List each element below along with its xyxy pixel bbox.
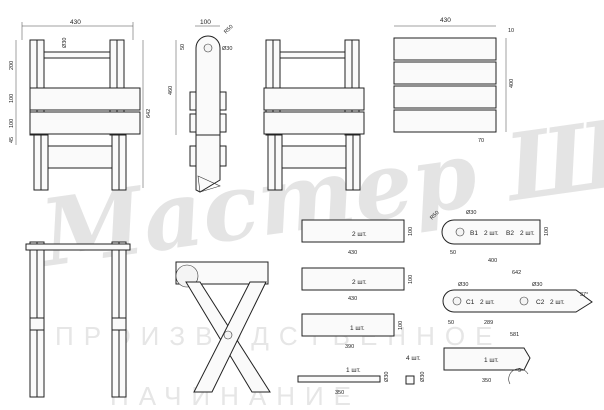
top-dim-10: 10 — [508, 28, 514, 34]
detail-d-qty: 1 шт. — [350, 325, 365, 332]
front-dim-100a: 100 — [9, 94, 15, 103]
leg-b-dim-100: 100 — [544, 227, 550, 236]
detail-f-height: Ø30 — [384, 372, 390, 382]
top-dim-400: 400 — [509, 79, 515, 88]
side-dim-460: 460 — [168, 86, 174, 95]
side-view: 100 50 R50 Ø30 460 — [168, 19, 235, 193]
leg-b-qty-b2: 2 шт. — [520, 230, 535, 237]
leg-c-dim-50: 50 — [448, 320, 454, 326]
detail-a2-qty: 2 шт. — [352, 279, 367, 286]
watermark-line1: ПРОИЗВОДСТВЕННОЕ — [55, 321, 502, 351]
top-dim-70: 70 — [478, 138, 484, 144]
detail-g-height: Ø30 — [420, 372, 426, 382]
leg-c-dim-angle: 37° — [580, 292, 588, 298]
leg-b-label-b1: B1 — [470, 230, 478, 237]
detail-d-height: 100 — [398, 321, 404, 330]
front-dim-100b: 100 — [9, 119, 15, 128]
detail-a1-height: 100 — [408, 227, 414, 236]
part-details: 2 шт. 430 100 2 шт. 430 100 1 шт. 390 10… — [297, 219, 531, 396]
side-dim-50: 50 — [180, 44, 186, 50]
detail-a2-length: 430 — [348, 296, 357, 302]
top-view: 430 10 400 70 — [393, 17, 515, 144]
leg-b-detail: B1 2 шт. B2 2 шт. R50 Ø30 400 100 50 — [429, 210, 550, 264]
leg-c-dim-581: 581 — [510, 332, 519, 338]
side-dim-100: 100 — [200, 19, 211, 26]
front-dim-d30: Ø30 — [62, 38, 68, 48]
front-dim-642: 642 — [146, 109, 152, 118]
leg-c-dim-642: 642 — [512, 270, 521, 276]
leg-c-qty-c2: 2 шт. — [550, 299, 565, 306]
detail-e-length: 350 — [482, 378, 491, 384]
detail-a2-height: 100 — [408, 275, 414, 284]
leg-b-dim-r50: R50 — [429, 210, 440, 221]
leg-c-label-c1: C1 — [466, 299, 475, 306]
front-dim-200: 200 — [9, 61, 15, 70]
leg-b-qty-b1: 2 шт. — [484, 230, 499, 237]
side-dim-d30: Ø30 — [222, 46, 232, 52]
detail-e-qty: 1 шт. — [484, 357, 499, 364]
front-view: 430 Ø30 200 100 100 45 642 — [9, 19, 152, 191]
leg-b-label-b2: B2 — [506, 230, 514, 237]
leg-b-dim-d30: Ø30 — [466, 210, 476, 216]
leg-c-dim-289: 289 — [484, 320, 493, 326]
leg-c-label-c2: C2 — [536, 299, 545, 306]
leg-c-detail: C1 2 шт. C2 2 шт. 642 Ø30 Ø30 50 289 581… — [442, 270, 593, 338]
detail-f-length: 350 — [335, 390, 344, 396]
leg-b-dim-400: 400 — [488, 258, 497, 264]
side-dim-r50: R50 — [223, 24, 234, 35]
detail-a1-qty: 2 шт. — [352, 231, 367, 238]
detail-a1-length: 430 — [348, 250, 357, 256]
leg-c-dim-d30b: Ø30 — [532, 282, 542, 288]
top-dim-430: 430 — [440, 17, 451, 24]
rear-view — [263, 39, 365, 191]
front-dim-430: 430 — [70, 19, 81, 26]
detail-g-qty: 4 шт. — [406, 355, 421, 362]
bottom-front-view — [25, 241, 131, 398]
front-dim-45: 45 — [9, 137, 15, 143]
leg-c-dim-d30a: Ø30 — [458, 282, 468, 288]
detail-d-length: 390 — [345, 344, 354, 350]
x-frame-view — [175, 261, 271, 393]
detail-e-angle: 9 — [518, 368, 521, 374]
leg-c-qty-c1: 2 шт. — [480, 299, 495, 306]
detail-f-qty: 1 шт. — [346, 367, 361, 374]
leg-b-dim-50: 50 — [450, 250, 456, 256]
watermark-line2: НАЧИНАНИЕ — [110, 381, 361, 410]
